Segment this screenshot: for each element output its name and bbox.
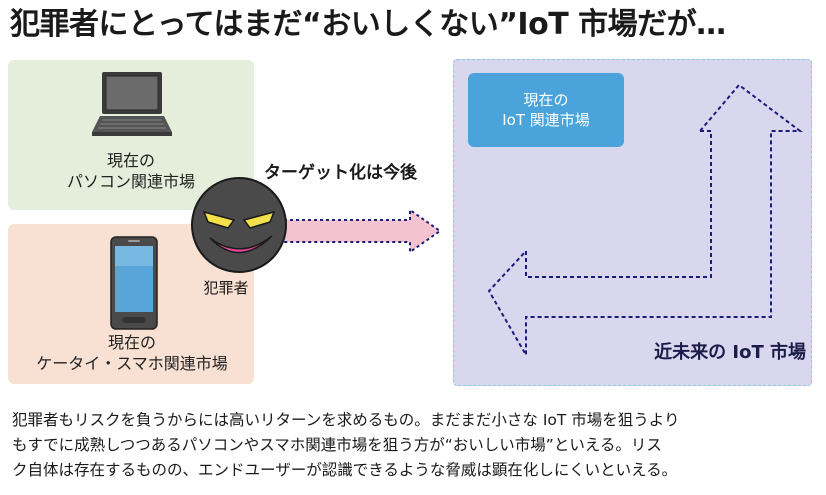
pc-market-label-line1: 現在の bbox=[106, 151, 155, 170]
current-iot-label-line1: 現在の bbox=[523, 91, 569, 109]
criminal-label: 犯罪者 bbox=[203, 279, 249, 297]
smartphone-icon bbox=[110, 236, 158, 330]
current-iot-label-line2: IoT 関連市場 bbox=[502, 111, 590, 129]
criminal-face-icon bbox=[191, 177, 287, 273]
pc-market-label: 現在の パソコン関連市場 bbox=[28, 150, 234, 192]
mobile-market-label-line2: ケータイ・スマホ関連市場 bbox=[36, 354, 228, 373]
mobile-market-label-line1: 現在の bbox=[107, 333, 156, 352]
expansion-arrow bbox=[487, 83, 803, 359]
caption-line2: もすでに成熟しつつあるパソコンやスマホ関連市場を狙う方が“おいしい市場”といえる… bbox=[12, 436, 662, 454]
caption-line3: ク自体は存在するものの、エンドユーザーが認識できるような脅威は顕在化しにくいとい… bbox=[12, 461, 678, 479]
mobile-market-label: 現在の ケータイ・スマホ関連市場 bbox=[24, 332, 240, 374]
pc-market-label-line2: パソコン関連市場 bbox=[66, 172, 195, 191]
laptop-icon bbox=[92, 72, 172, 136]
current-iot-market-box: 現在の IoT 関連市場 bbox=[468, 73, 624, 147]
future-iot-market-label: 近未来の IoT 市場 bbox=[654, 342, 806, 363]
page-title: 犯罪者にとってはまだ“おいしくない”IoT 市場だが… bbox=[10, 7, 726, 42]
target-arrow bbox=[283, 208, 442, 254]
caption: 犯罪者もリスクを負うからには高いリターンを求めるもの。まだまだ小さな IoT 市… bbox=[12, 408, 820, 483]
target-label: ターゲット化は今後 bbox=[264, 163, 417, 183]
caption-line1: 犯罪者もリスクを負うからには高いリターンを求めるもの。まだまだ小さな IoT 市… bbox=[12, 411, 680, 429]
